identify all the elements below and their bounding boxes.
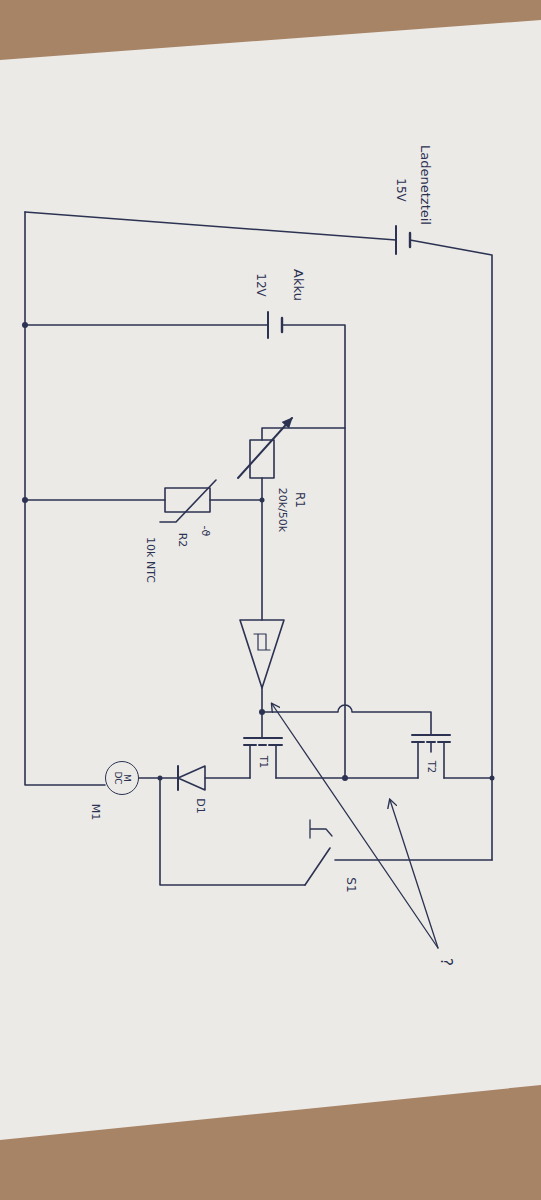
- part-label: T1: [258, 754, 269, 770]
- part-label: ?: [438, 956, 455, 968]
- junction-dot: [158, 776, 163, 781]
- battery-plate: [395, 226, 397, 254]
- wire: [25, 212, 396, 240]
- mosfet-leg: [250, 745, 276, 778]
- wire: [444, 777, 492, 779]
- part-label: T2: [426, 759, 437, 775]
- wire: [25, 212, 105, 785]
- junction-dot: [490, 776, 495, 781]
- leader-arrow: [390, 800, 438, 948]
- junction-dot: [22, 497, 28, 503]
- part-label: 15V: [393, 176, 406, 203]
- motor-circle: M DC: [105, 761, 139, 795]
- part-label: Akku: [291, 267, 305, 303]
- wire: [25, 499, 165, 501]
- junction-dot: [259, 709, 265, 715]
- switch-blade: [305, 848, 330, 885]
- wire: [160, 778, 305, 885]
- wire: [261, 478, 263, 500]
- wire: [261, 500, 263, 620]
- wire: [282, 325, 345, 778]
- ntc-mark: [160, 480, 216, 522]
- part-label: Ladenetzteil: [418, 143, 432, 227]
- wire: [410, 240, 492, 860]
- ntc-resistor-symbol: [165, 488, 210, 512]
- part-label: 10k NTC: [144, 535, 156, 585]
- diode-bar: [177, 766, 179, 790]
- junction-dot: [342, 775, 348, 781]
- leader-arrow: [272, 704, 438, 948]
- mosfet-leg: [418, 742, 444, 778]
- mosfet-gate: [412, 734, 450, 736]
- part-label: M1: [89, 802, 101, 823]
- junction-dot: [22, 322, 28, 328]
- schmitt-trigger-symbol: [240, 620, 284, 688]
- switch-actuator: [310, 820, 332, 838]
- part-label: S1: [343, 875, 356, 894]
- potentiometer-symbol: [250, 440, 274, 478]
- wire: [262, 705, 431, 735]
- wire: [25, 324, 268, 326]
- part-label: -ϑ: [199, 524, 211, 539]
- part-label: 20k/50k: [276, 486, 288, 534]
- hysteresis-mark: [254, 634, 270, 650]
- mosfet-gate: [244, 737, 282, 739]
- part-label: R1: [292, 490, 305, 510]
- diode-symbol: [178, 766, 205, 790]
- part-label: D1: [194, 796, 206, 815]
- battery-plate: [267, 312, 269, 338]
- potentiometer-arrow: [238, 418, 292, 478]
- paper-sheet: [0, 20, 541, 1140]
- part-label: R2: [176, 531, 188, 550]
- junction-dot: [260, 498, 265, 503]
- motor-text: M DC: [113, 769, 131, 787]
- wire: [335, 859, 492, 861]
- wire: [205, 777, 250, 779]
- wire: [210, 499, 262, 501]
- part-label: 12V: [253, 271, 266, 298]
